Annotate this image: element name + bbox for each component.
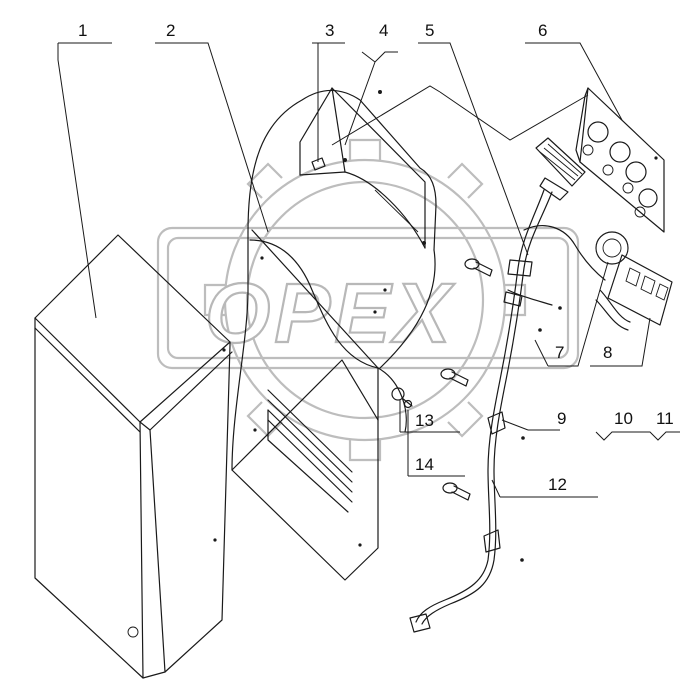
part-12-wiring-harness (409, 189, 606, 633)
callout-11: 11 (656, 409, 674, 428)
callout-9: 9 (557, 409, 566, 428)
watermark: OPEX (156, 138, 580, 462)
callout-1: 1 (78, 21, 87, 40)
callout-7: 7 (555, 343, 564, 362)
callout-2: 2 (166, 21, 175, 40)
fasteners (391, 258, 493, 501)
part-7-gauge (595, 231, 629, 265)
callout-6: 6 (538, 21, 547, 40)
bolt-upper (464, 258, 493, 277)
callout-labels: 1 2 3 4 5 6 7 8 9 10 11 12 13 14 (78, 21, 674, 494)
part-14-washer (403, 399, 413, 409)
part-3-4-upper-cover (299, 87, 426, 249)
part-1-front-cover (34, 234, 233, 679)
wiring-connector-block (535, 137, 586, 201)
leader-lines (57, 42, 680, 498)
part-8-switch-block (595, 254, 673, 331)
part-2-console-housing (231, 89, 437, 581)
callout-4: 4 (379, 21, 388, 40)
callout-10: 10 (614, 409, 633, 428)
callout-3: 3 (325, 21, 334, 40)
callout-14: 14 (415, 455, 434, 474)
watermark-text: OPEX (205, 266, 455, 360)
callout-5: 5 (425, 21, 434, 40)
callout-13: 13 (415, 411, 434, 430)
callout-12: 12 (548, 475, 567, 494)
part-13-bolt (391, 387, 413, 407)
bolt-lower (442, 482, 471, 501)
part-6-instrument-panel (575, 87, 665, 233)
callout-8: 8 (603, 343, 612, 362)
bolt-middle (440, 368, 469, 387)
